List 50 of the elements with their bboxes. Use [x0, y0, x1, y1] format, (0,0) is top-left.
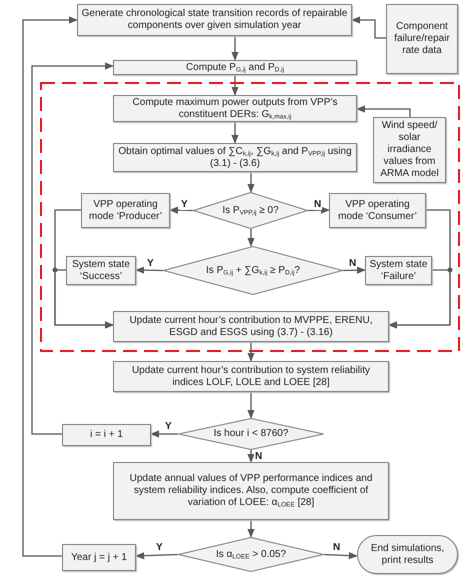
arrow [231, 75, 239, 96]
arrow [231, 36, 239, 61]
arrow [247, 342, 255, 362]
arrow [351, 16, 386, 39]
process-box: i = i + 1 [62, 424, 151, 446]
process-box: Compute maximum power outputs from VPP’s constituent DERs: G$_{k,max,ij}$ [113, 95, 357, 122]
arrow [247, 520, 255, 538]
arrow [342, 266, 366, 274]
arrow [31, 62, 114, 435]
decision-text: Is P$_{G,ij}$ + ∑G$_{k,ij}$ ≥ P$_{D,ij}$? [206, 264, 300, 276]
process-box: System state ‘Success’ [66, 256, 136, 285]
process-box: Component failure/repair rate data [386, 4, 458, 74]
decision-text: Is hour i < 8760? [214, 428, 288, 440]
process-box: System state ‘Failure’ [365, 256, 432, 285]
edge-label: N [313, 199, 322, 210]
process-box: Update current hour’s contribution to MVPPE, ERENU, ESGD and ESGS using (3.7) - (3.16) [113, 311, 389, 342]
edge-label: N [254, 451, 264, 462]
arrow [247, 450, 255, 463]
edge-label: N [332, 542, 342, 553]
edge-label: Y [155, 542, 164, 553]
process-box: Wind speed/ solar irradiance values from ARMA model [373, 117, 446, 183]
arrow [324, 552, 358, 560]
edge-label: N [348, 258, 358, 269]
process-box: VPP operating mode ‘Consumer’ [329, 193, 426, 228]
arrow [135, 266, 164, 274]
arrow [247, 229, 255, 247]
process-box: Compute P$_{G,ij}$ and P$_{D,ij}$ [113, 60, 357, 75]
decision-text: Is P$_{VPP,ij}$ ≥ 0? [222, 204, 279, 216]
process-box: Obtain optimal values of ∑C$_{k,ij}$, ∑G$_{k,ij}$ and P$_{VPP,ij}$ using (3.1) - (3.6) [113, 143, 357, 172]
decision-text: Is α$_{LOEE}$ > 0.05? [216, 548, 286, 560]
arrow [308, 206, 330, 214]
edge-label: Y [164, 421, 173, 432]
arrow [247, 172, 255, 193]
process-box: VPP operating mode ‘Producer’ [81, 193, 170, 228]
process-box: Generate chronological state transition records of repairable components over given simulation year [77, 4, 352, 36]
process-box: Year j = j + 1 [62, 544, 136, 571]
edge-label: Y [180, 199, 189, 210]
arrow [22, 16, 78, 557]
process-box: Update annual values of VPP performance indices and system reliability indices. Also, compute coefficient of variation of LOEE: α$_{LOEE}$ [28] [113, 462, 389, 520]
edge-label: Y [146, 258, 155, 269]
terminal-box: End simulations, print results [357, 535, 458, 574]
arrow [388, 269, 451, 329]
arrow [169, 206, 194, 214]
process-box: Update current hour’s contribution to system reliability indices LOLF, LOLE and LOEE [28] [113, 361, 389, 392]
arrow [54, 269, 114, 329]
arrow [135, 552, 178, 560]
arrow [150, 430, 178, 438]
arrow [356, 105, 411, 117]
arrow [231, 122, 239, 144]
arrow [247, 392, 255, 419]
